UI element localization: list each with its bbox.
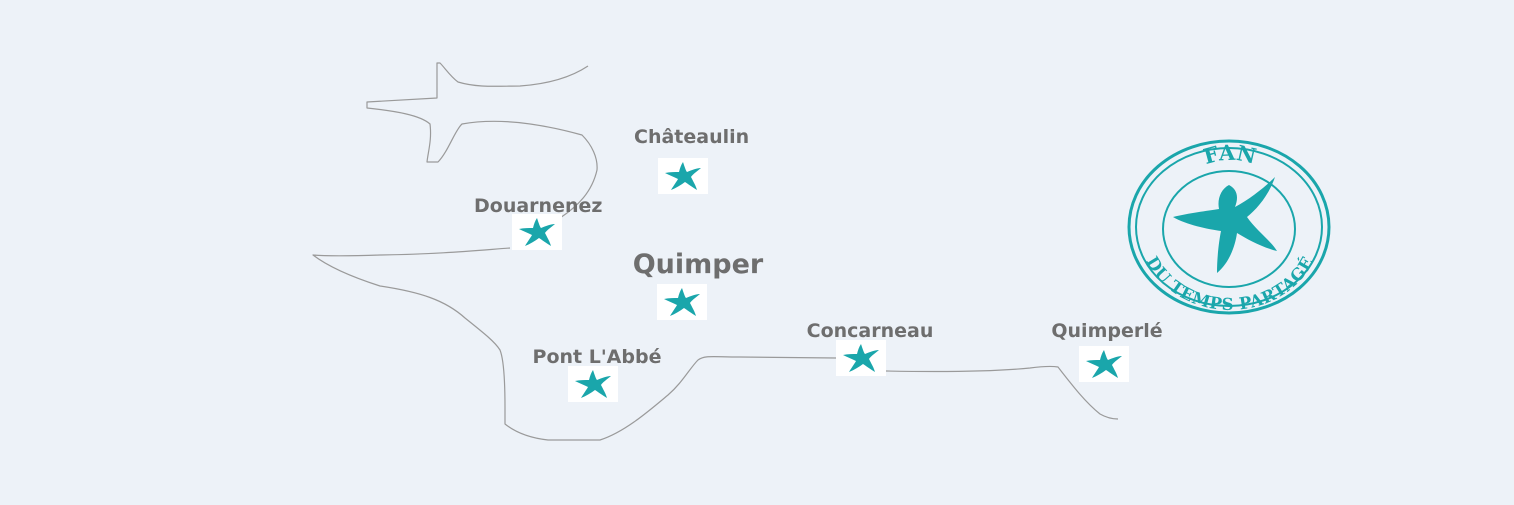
starfish-icon[interactable] xyxy=(836,340,886,376)
coastline-south xyxy=(312,247,837,441)
stamp-bottom-text: DU TEMPS PARTAGÉ xyxy=(1143,253,1317,314)
starfish-icon[interactable] xyxy=(568,366,618,402)
city-label-douarnenez: Douarnenez xyxy=(474,195,603,217)
starfish-icon[interactable] xyxy=(512,214,562,250)
fan-du-temps-partage-stamp: FAN DU TEMPS PARTAGÉ xyxy=(1125,137,1333,317)
starfish-icon[interactable] xyxy=(658,158,708,194)
svg-text:FAN: FAN xyxy=(1201,140,1259,169)
city-concarneau[interactable]: Concarneau xyxy=(806,320,934,342)
city-quimperle[interactable]: Quimperlé xyxy=(1048,320,1166,342)
coastline-east xyxy=(885,365,1119,420)
city-label-quimperle: Quimperlé xyxy=(1051,320,1163,342)
starfish-icon[interactable] xyxy=(657,284,707,320)
starfish-icon[interactable] xyxy=(1079,346,1129,382)
city-label-pont-l-abbe: Pont L'Abbé xyxy=(532,346,662,368)
city-label-chateaulin: Châteaulin xyxy=(634,126,750,148)
city-label-concarneau: Concarneau xyxy=(806,320,934,342)
stamp-top-text: FAN xyxy=(1201,140,1259,169)
city-quimper[interactable]: Quimper xyxy=(628,249,768,280)
city-label-quimper: Quimper xyxy=(632,249,764,280)
city-douarnenez[interactable]: Douarnenez xyxy=(474,195,602,217)
starfish-stamp-icon xyxy=(1173,177,1277,273)
city-pont-l-abbe[interactable]: Pont L'Abbé xyxy=(532,346,662,368)
svg-text:DU TEMPS PARTAGÉ: DU TEMPS PARTAGÉ xyxy=(1143,253,1318,314)
coastline-north xyxy=(366,62,598,219)
city-chateaulin[interactable]: Châteaulin xyxy=(634,126,750,148)
